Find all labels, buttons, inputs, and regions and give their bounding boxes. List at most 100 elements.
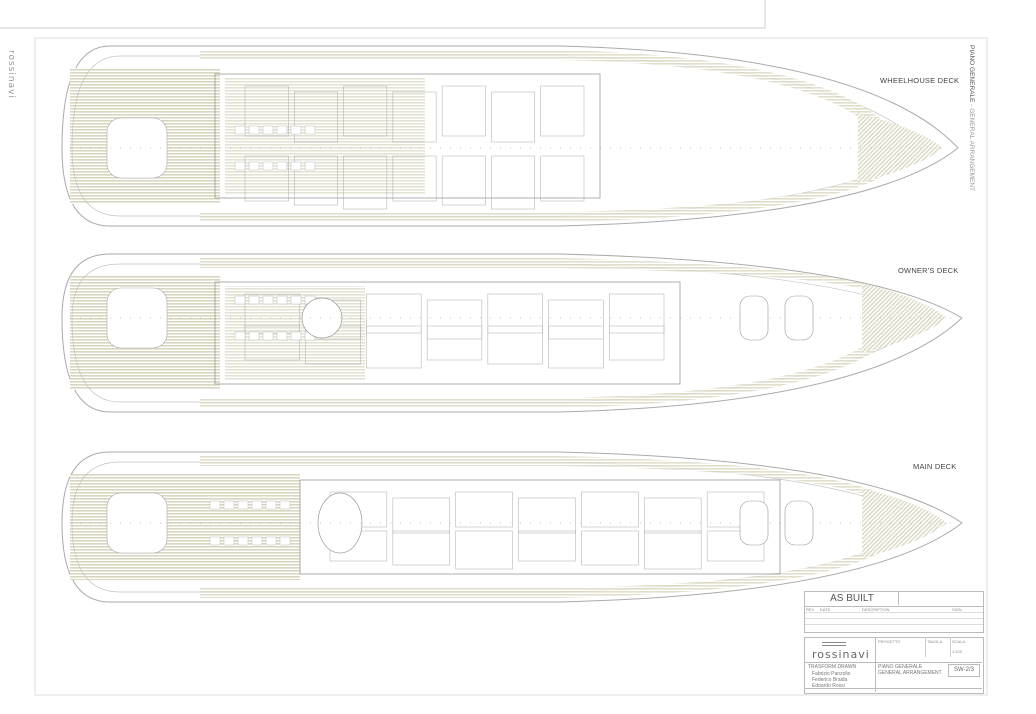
sheet-vertical-title: PIANO GENERALE - GENERAL ARRANGEMENT <box>968 45 975 191</box>
room <box>343 155 388 210</box>
room <box>609 293 665 334</box>
drawing-number: SW-2/3 <box>948 664 980 677</box>
room <box>548 299 604 340</box>
room <box>455 491 513 528</box>
room <box>518 497 576 534</box>
teak-bow-deck <box>862 283 947 353</box>
rev-header: DESCRIPTION <box>862 607 890 612</box>
furniture <box>237 500 249 510</box>
drawn-by: TRASFORM DRAWN <box>808 664 857 670</box>
room <box>518 530 576 562</box>
furniture <box>290 161 302 171</box>
furniture <box>209 536 221 546</box>
furniture <box>223 536 235 546</box>
room <box>487 293 543 334</box>
furniture <box>248 295 260 305</box>
furniture <box>234 125 246 135</box>
room <box>392 497 450 534</box>
furniture <box>234 161 246 171</box>
deck-label-owners: OWNER'S DECK <box>898 266 959 275</box>
tender <box>739 500 769 546</box>
room <box>491 91 535 143</box>
superstructure-outline <box>214 281 681 385</box>
vertical-title-en: - GENERAL ARRANGEMENT <box>968 104 975 192</box>
company-logo: rossinavi <box>812 648 870 661</box>
furniture <box>279 500 291 510</box>
field-label: PROGETTO <box>878 639 901 644</box>
room <box>581 530 639 566</box>
furniture <box>265 500 277 510</box>
room <box>540 155 585 202</box>
furniture <box>209 500 221 510</box>
furniture <box>262 295 274 305</box>
room <box>343 85 388 137</box>
room <box>441 155 486 206</box>
furniture <box>237 536 249 546</box>
tender <box>739 295 769 341</box>
vertical-title-it: PIANO GENERALE <box>968 45 975 103</box>
superstructure-outline <box>214 73 601 199</box>
person: Fabrizio Panzolio <box>812 671 851 677</box>
sheet-border <box>34 37 988 696</box>
room <box>441 85 486 137</box>
teak-aft-deck <box>70 474 300 580</box>
room <box>609 325 665 361</box>
deck-plan-owners <box>61 253 963 413</box>
furniture <box>234 295 246 305</box>
furniture <box>304 125 316 135</box>
person: Edoardo Rossi <box>812 683 845 689</box>
superstructure-outline <box>299 479 781 575</box>
jacuzzi <box>301 297 343 339</box>
tender <box>784 500 814 546</box>
furniture <box>251 536 263 546</box>
furniture <box>265 536 277 546</box>
furniture <box>234 331 246 341</box>
aft-sunpad <box>106 287 168 349</box>
furniture <box>276 295 288 305</box>
drawing-info-box <box>804 637 984 694</box>
furniture <box>223 500 235 510</box>
teak-side-deck <box>200 456 880 493</box>
field-label: SCALA <box>952 639 966 644</box>
aft-sunpad <box>106 117 168 179</box>
room <box>392 155 437 202</box>
furniture <box>251 500 263 510</box>
furniture <box>276 331 288 341</box>
room <box>294 91 338 143</box>
side-logo: rossinavi <box>6 50 16 99</box>
teak-side-deck <box>200 50 880 118</box>
rev-header: REV <box>806 607 815 612</box>
room <box>644 530 702 570</box>
room <box>581 491 639 528</box>
status-as-built: AS BUILT <box>830 593 874 604</box>
room <box>491 155 535 210</box>
deck-plan-main <box>61 451 963 603</box>
room <box>706 530 765 562</box>
drawing-title-en: GENERAL ARRANGEMENT <box>878 670 942 676</box>
deck-label-wheelhouse: WHEELHOUSE DECK <box>880 76 960 85</box>
furniture <box>248 161 260 171</box>
drawing-title-it: PIANO GENERALE <box>878 664 923 670</box>
furniture <box>262 125 274 135</box>
room <box>294 155 338 206</box>
room <box>455 530 513 570</box>
rev-header: DATE <box>820 607 831 612</box>
tender <box>784 295 814 341</box>
room <box>366 325 422 369</box>
room <box>244 85 289 137</box>
teak-side-deck <box>200 258 880 288</box>
room <box>244 155 289 202</box>
room <box>540 85 585 137</box>
deck-plan-wheelhouse <box>61 45 959 227</box>
room <box>487 325 543 365</box>
furniture <box>290 125 302 135</box>
room <box>644 497 702 534</box>
person: Federico Braida <box>812 677 848 683</box>
furniture <box>276 125 288 135</box>
logo-mark <box>822 642 846 646</box>
field-label: TAVOLA <box>927 639 943 644</box>
furniture <box>262 331 274 341</box>
furniture <box>262 161 274 171</box>
room <box>244 325 300 361</box>
